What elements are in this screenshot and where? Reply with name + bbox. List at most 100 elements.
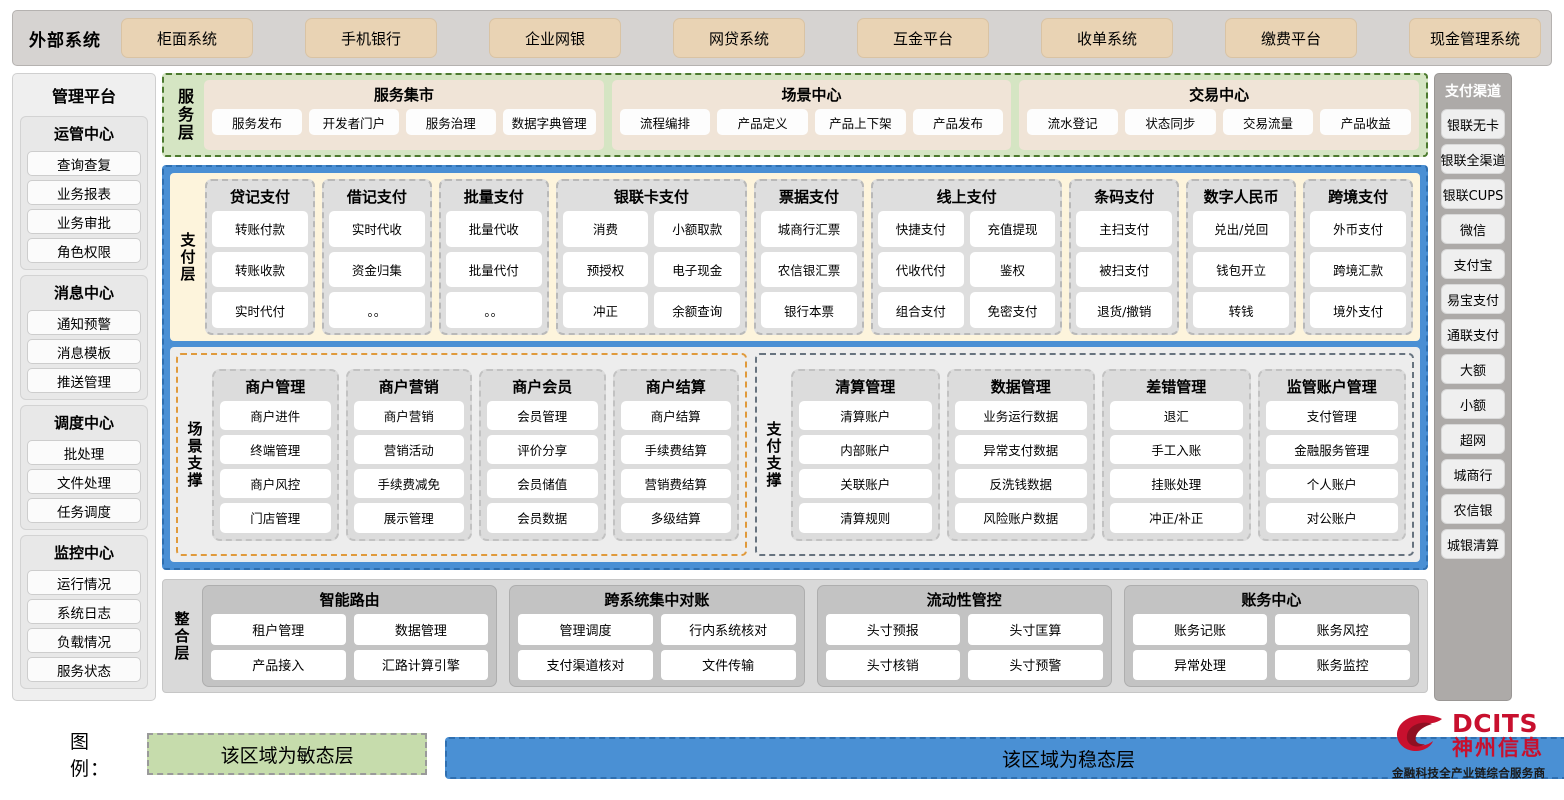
external-system-chip[interactable]: 缴费平台 [1225,18,1357,58]
support-chip[interactable]: 门店管理 [220,503,331,533]
payment-channel-item[interactable]: 城商行 [1441,459,1505,489]
payment-chip[interactable]: 转钱 [1193,292,1290,329]
payment-chip[interactable]: 。。 [328,292,425,329]
payment-channel-item[interactable]: 农信银 [1441,494,1505,524]
management-item[interactable]: 业务审批 [27,209,141,234]
management-item[interactable]: 查询查复 [27,151,141,176]
support-chip[interactable]: 商户风控 [220,469,331,499]
payment-chip[interactable]: 冲正 [562,292,649,329]
integration-chip[interactable]: 管理调度 [518,614,653,645]
payment-chip[interactable]: 批量代收 [445,211,542,247]
service-chip[interactable]: 流水登记 [1027,109,1119,135]
payment-chip[interactable]: 实时代付 [212,292,308,329]
payment-chip[interactable]: 钱包开立 [1193,251,1290,288]
support-chip[interactable]: 内部账户 [799,434,932,464]
support-chip[interactable]: 挂账处理 [1110,469,1243,499]
support-chip[interactable]: 对公账户 [1265,503,1398,533]
integration-chip[interactable]: 汇路计算引擎 [353,649,489,680]
payment-channel-item[interactable]: 大额 [1441,354,1505,384]
integration-chip[interactable]: 头寸预报 [825,614,961,645]
management-item[interactable]: 负载情况 [27,628,141,653]
service-chip[interactable]: 状态同步 [1125,109,1216,135]
payment-chip[interactable]: 主扫支付 [1076,211,1173,247]
integration-chip[interactable]: 行内系统核对 [660,614,796,645]
external-system-chip[interactable]: 收单系统 [1041,18,1173,58]
management-item[interactable]: 系统日志 [27,599,141,624]
support-chip[interactable]: 退汇 [1110,400,1243,430]
support-chip[interactable]: 会员数据 [487,503,598,533]
payment-chip[interactable]: 退货/撤销 [1076,292,1173,329]
payment-chip[interactable]: 代收代付 [877,251,964,288]
payment-channel-item[interactable]: 银联CUPS [1441,179,1505,209]
support-chip[interactable]: 支付管理 [1265,400,1398,430]
payment-chip[interactable]: 转账收款 [212,251,308,288]
support-chip[interactable]: 业务运行数据 [954,400,1087,430]
external-system-chip[interactable]: 手机银行 [305,18,437,58]
integration-chip[interactable]: 头寸预警 [968,649,1103,680]
payment-chip[interactable]: 鉴权 [969,251,1056,288]
support-chip[interactable]: 会员储值 [487,469,598,499]
external-system-chip[interactable]: 柜面系统 [121,18,253,58]
service-chip[interactable]: 服务发布 [212,109,302,135]
management-item[interactable]: 批处理 [27,440,141,465]
payment-channel-item[interactable]: 通联支付 [1441,319,1505,349]
service-chip[interactable]: 交易流量 [1222,109,1314,135]
payment-chip[interactable]: 。。 [445,292,542,329]
management-item[interactable]: 服务状态 [27,657,141,682]
payment-chip[interactable]: 跨境汇款 [1310,251,1407,288]
support-chip[interactable]: 冲正/补正 [1110,503,1243,533]
payment-channel-item[interactable]: 支付宝 [1441,249,1505,279]
payment-channel-item[interactable]: 超网 [1441,424,1505,454]
payment-chip[interactable]: 小额取款 [654,211,741,247]
payment-chip[interactable]: 消费 [562,211,649,247]
external-system-chip[interactable]: 现金管理系统 [1409,18,1541,58]
payment-chip[interactable]: 外币支付 [1310,211,1407,247]
support-chip[interactable]: 个人账户 [1265,469,1398,499]
management-item[interactable]: 任务调度 [27,498,141,523]
integration-chip[interactable]: 账务记账 [1132,614,1268,645]
payment-chip[interactable]: 农信银汇票 [761,251,857,288]
support-chip[interactable]: 会员管理 [487,400,598,430]
payment-channel-item[interactable]: 微信 [1441,214,1505,244]
payment-chip[interactable]: 充值提现 [969,211,1056,247]
management-item[interactable]: 文件处理 [27,469,141,494]
support-chip[interactable]: 清算账户 [799,400,932,430]
management-item[interactable]: 推送管理 [27,368,141,393]
integration-chip[interactable]: 文件传输 [660,649,796,680]
service-chip[interactable]: 产品上下架 [815,109,906,135]
payment-chip[interactable]: 资金归集 [328,251,425,288]
integration-chip[interactable]: 头寸核销 [825,649,961,680]
support-chip[interactable]: 金融服务管理 [1265,434,1398,464]
service-chip[interactable]: 产品收益 [1320,109,1412,135]
payment-chip[interactable]: 转账付款 [212,211,308,247]
support-chip[interactable]: 关联账户 [799,469,932,499]
payment-chip[interactable]: 银行本票 [761,292,857,329]
service-chip[interactable]: 流程编排 [619,109,711,135]
payment-channel-item[interactable]: 银联无卡 [1441,109,1505,139]
payment-channel-item[interactable]: 银联全渠道 [1441,144,1506,174]
payment-chip[interactable]: 免密支付 [969,292,1056,329]
support-chip[interactable]: 手续费结算 [620,434,731,464]
support-chip[interactable]: 商户结算 [620,400,731,430]
payment-chip[interactable]: 境外支付 [1310,292,1407,329]
payment-chip[interactable]: 城商行汇票 [761,211,857,247]
support-chip[interactable]: 手工入账 [1110,434,1243,464]
payment-channel-item[interactable]: 城银清算 [1441,529,1505,559]
management-item[interactable]: 通知预警 [27,310,141,335]
support-chip[interactable]: 营销费结算 [620,469,731,499]
support-chip[interactable]: 多级结算 [620,503,731,533]
support-chip[interactable]: 清算规则 [799,503,932,533]
management-item[interactable]: 角色权限 [27,238,141,263]
payment-chip[interactable]: 电子现金 [654,251,741,288]
payment-chip[interactable]: 预授权 [562,251,649,288]
payment-chip[interactable]: 被扫支付 [1076,251,1173,288]
support-chip[interactable]: 反洗钱数据 [954,469,1087,499]
support-chip[interactable]: 商户进件 [220,400,331,430]
support-chip[interactable]: 终端管理 [220,434,331,464]
support-chip[interactable]: 风险账户数据 [954,503,1087,533]
integration-chip[interactable]: 支付渠道核对 [518,649,653,680]
external-system-chip[interactable]: 网贷系统 [673,18,805,58]
integration-chip[interactable]: 租户管理 [211,614,346,645]
service-chip[interactable]: 服务治理 [405,109,496,135]
support-chip[interactable]: 展示管理 [353,503,464,533]
